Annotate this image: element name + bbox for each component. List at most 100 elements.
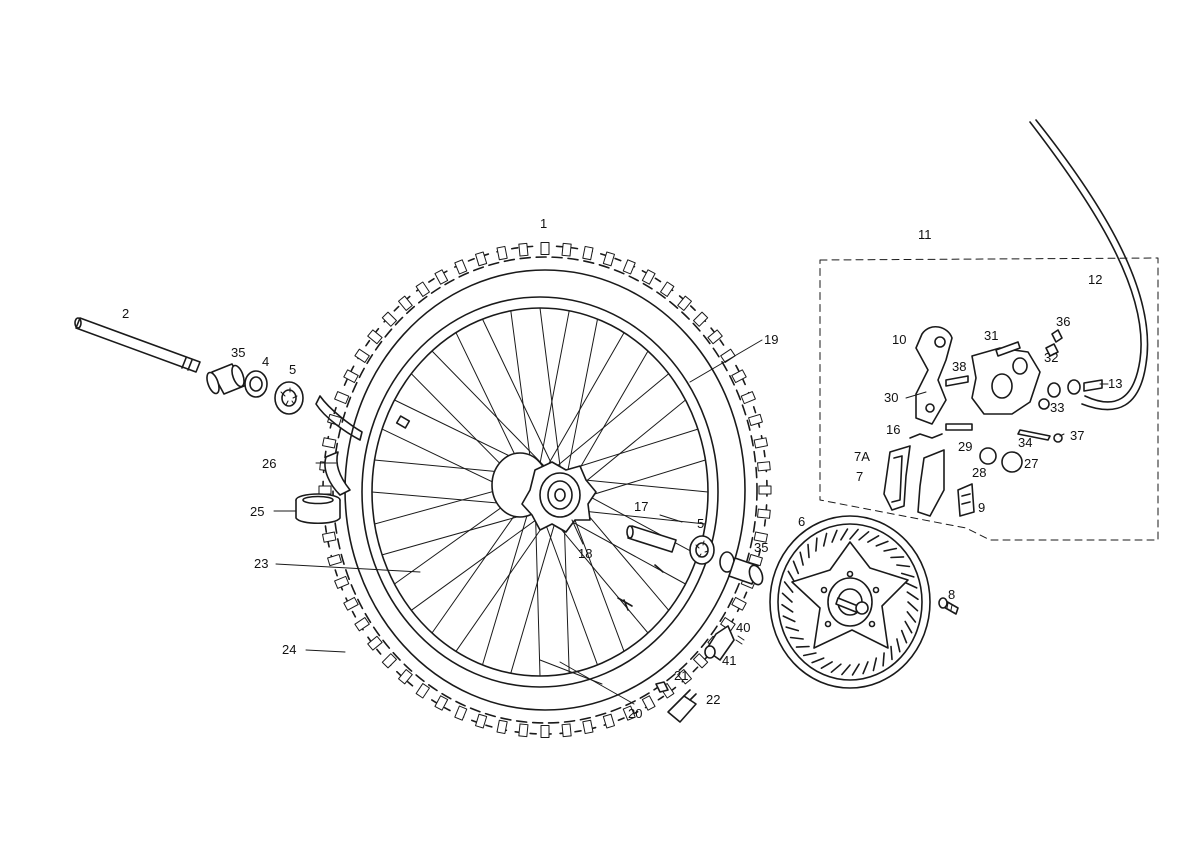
callout-21: 21 <box>674 668 688 683</box>
speedo-drive <box>704 625 745 661</box>
spacer-right-tube <box>626 525 677 553</box>
disc-slot <box>900 629 908 644</box>
disc-slot <box>783 581 794 593</box>
spacer-left <box>206 363 245 395</box>
tyre-knob <box>693 311 709 327</box>
tyre-knob <box>354 348 370 363</box>
tyre-knob <box>475 713 488 729</box>
tyre-knob <box>518 242 529 257</box>
tyre-knob <box>707 329 723 345</box>
valve <box>395 415 664 611</box>
tyre-knob <box>398 295 413 311</box>
disc-slot <box>867 534 880 543</box>
tyre-knob <box>757 508 771 519</box>
spoke <box>431 499 526 634</box>
disc-slot <box>904 581 918 589</box>
callout-17: 17 <box>634 499 648 514</box>
rim-band <box>295 493 341 525</box>
brake-pad-outer <box>883 445 911 511</box>
washer-33 <box>1038 382 1061 410</box>
disc-slot <box>858 530 870 541</box>
disc-slot <box>785 626 800 632</box>
tyre-knob <box>757 461 771 472</box>
spoke <box>551 517 649 634</box>
disc-slot <box>820 661 833 670</box>
callout-19: 19 <box>764 332 778 347</box>
tyre-knob <box>641 695 656 711</box>
callout-18: 18 <box>578 546 592 561</box>
tyre-knob <box>496 719 508 735</box>
disc-slot <box>795 645 810 648</box>
tyre-knob <box>758 485 772 495</box>
spoke <box>558 514 686 585</box>
tyre-knob <box>641 269 656 285</box>
brake-pad-inner <box>917 449 945 517</box>
disc-slot <box>851 663 860 676</box>
axle <box>74 317 201 373</box>
tyre-knob <box>748 413 763 426</box>
callout-5-left: 5 <box>289 362 296 377</box>
pin-38 <box>945 375 969 387</box>
tyre-knob <box>454 259 468 275</box>
tyre-knob <box>367 329 383 345</box>
tyre-knob <box>540 242 550 255</box>
spoke <box>562 428 699 473</box>
spoke <box>482 507 530 666</box>
callout-11: 11 <box>918 227 932 242</box>
tyre-knob <box>731 369 747 384</box>
tyre-knob <box>475 251 488 267</box>
tyre-knob <box>622 259 636 275</box>
tyre-knob <box>334 575 350 589</box>
disc-slot <box>799 551 804 566</box>
callout-7: 7 <box>856 469 863 484</box>
callout-labels: 1 2 35 4 5 19 26 25 23 24 17 18 5 35 40 … <box>122 216 1122 721</box>
disc-slot <box>906 611 917 623</box>
disc-slot <box>811 657 825 664</box>
spoke <box>538 310 570 469</box>
tyre-knob <box>354 617 370 632</box>
tyre-knob <box>398 669 413 685</box>
callout-38: 38 <box>952 359 966 374</box>
spoke <box>542 517 598 666</box>
tyre-knob <box>496 245 508 261</box>
spacer-right <box>719 551 764 586</box>
callout-33: 33 <box>1050 400 1064 415</box>
callout-23: 23 <box>254 556 268 571</box>
callout-36: 36 <box>1056 314 1070 329</box>
disc-slot <box>896 638 901 653</box>
spoke <box>546 332 625 467</box>
tyre-knob <box>322 531 337 543</box>
callout-34: 34 <box>1018 435 1032 450</box>
disc-slot <box>890 556 905 559</box>
callout-7a: 7A <box>854 449 870 464</box>
tyre-knob <box>518 723 529 738</box>
caliper-body <box>971 341 1041 415</box>
tyre-knob <box>677 295 692 311</box>
callout-28: 28 <box>972 465 986 480</box>
tyre-knob <box>753 531 768 543</box>
callout-35-right: 35 <box>754 540 768 555</box>
callout-10: 10 <box>892 332 906 347</box>
disc-slot <box>900 572 915 578</box>
pin-29 <box>945 423 973 431</box>
tyre-knob <box>693 653 709 669</box>
tyre-knob <box>381 653 397 669</box>
disc-slot <box>872 657 878 672</box>
pin-34 <box>1017 429 1051 441</box>
callout-22: 22 <box>706 692 720 707</box>
disc-slot <box>792 560 800 575</box>
banjo-bolt <box>1067 379 1103 395</box>
spoke <box>482 318 554 467</box>
callout-9: 9 <box>978 500 985 515</box>
brake-hose <box>1029 119 1149 411</box>
disc-slot <box>862 661 869 675</box>
seal-left <box>274 381 304 415</box>
callout-20: 20 <box>628 706 642 721</box>
tyre-knob <box>343 596 359 611</box>
bleeder <box>1045 329 1063 357</box>
tyre-knob <box>602 713 615 729</box>
tyre-knob <box>434 269 449 285</box>
spoke <box>566 318 598 477</box>
tyre-knob <box>415 281 430 297</box>
